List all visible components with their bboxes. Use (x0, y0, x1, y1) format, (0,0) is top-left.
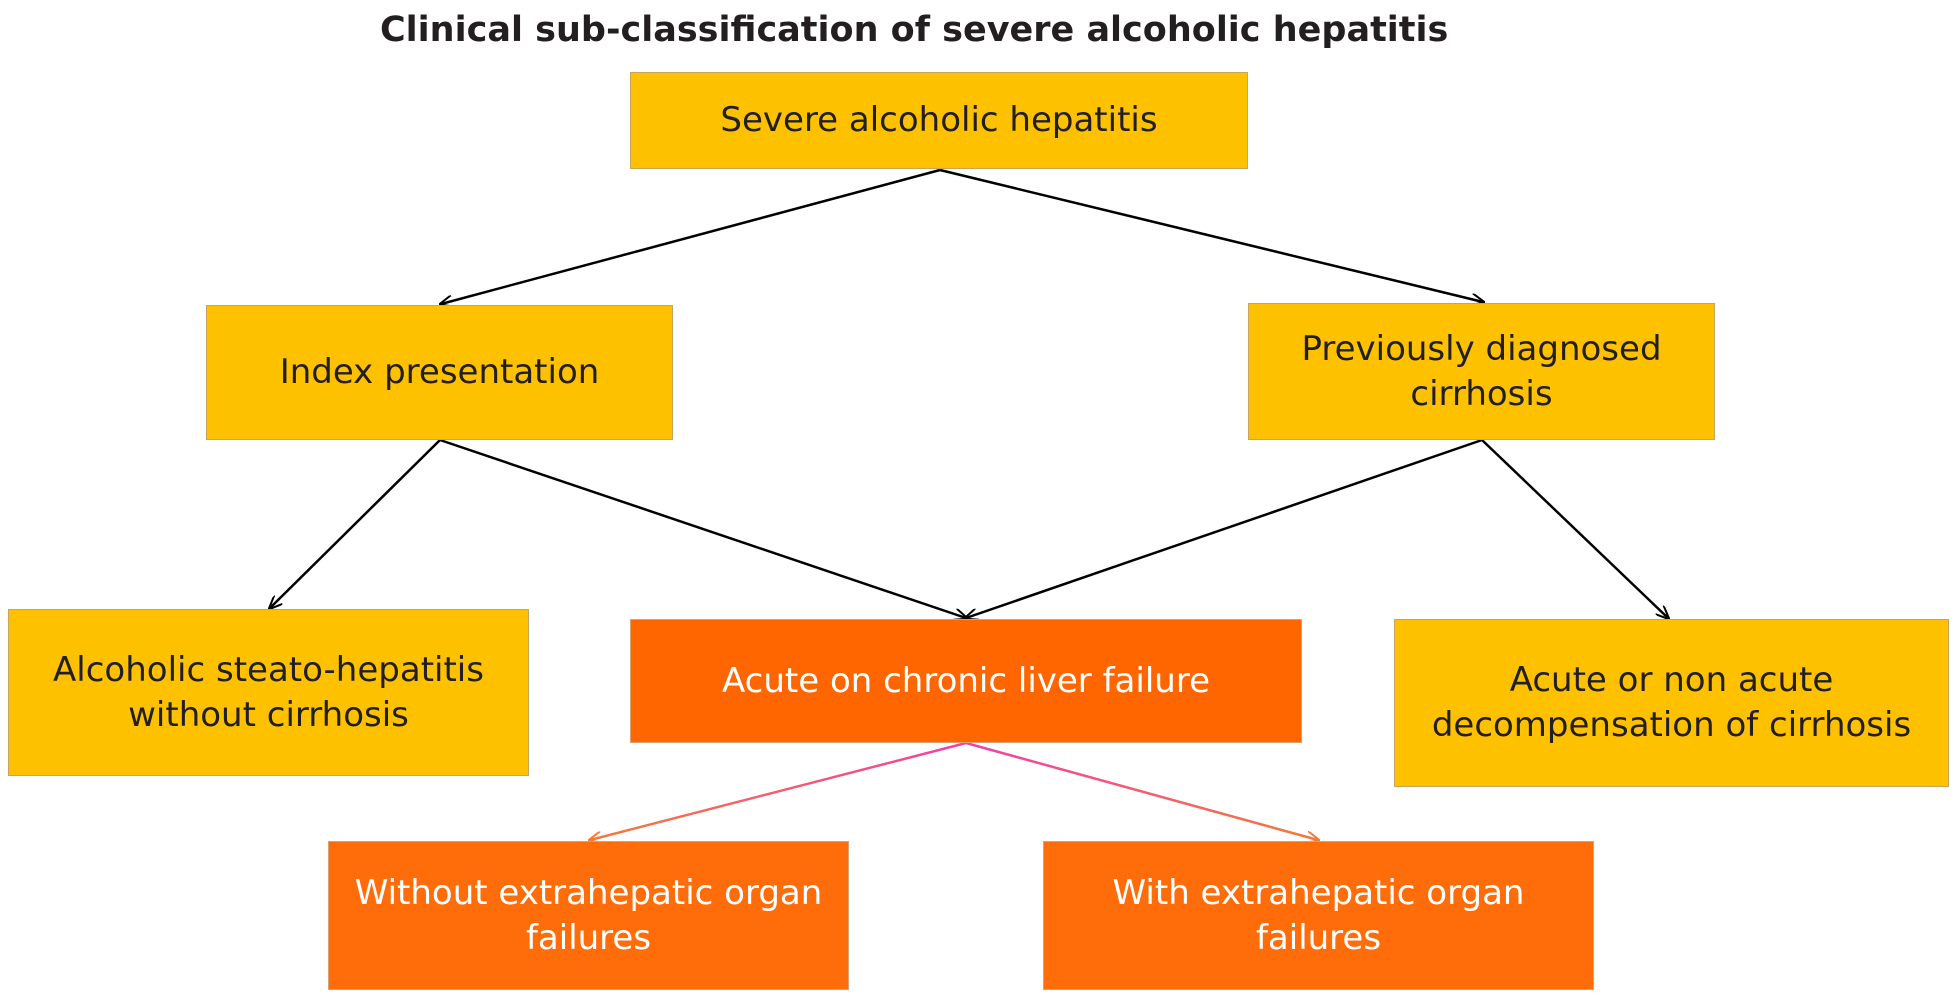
arrow-aclf-to-without-eof (590, 741, 967, 840)
arrow-aclf-to-with-eof (965, 741, 1318, 840)
node-with-extrahepatic-organ-failures-line1: With extrahepatic organ (1112, 872, 1525, 913)
node-previously-diagnosed-cirrhosis-line1: Previously diagnosed (1301, 328, 1662, 369)
arrow-index-to-ash (270, 439, 441, 608)
node-without-extrahepatic-organ-failures: Without extrahepatic organ failures (328, 841, 849, 990)
node-decompensation-of-cirrhosis: Acute or non acute decompensation of cir… (1394, 619, 1949, 787)
node-with-extrahepatic-organ-failures: With extrahepatic organ failures (1043, 841, 1594, 990)
node-decompensation-of-cirrhosis-line1: Acute or non acute (1509, 660, 1834, 700)
node-previously-diagnosed-cirrhosis-line2: cirrhosis (1410, 373, 1553, 414)
node-alcoholic-steato-hepatitis-line2: without cirrhosis (128, 694, 409, 735)
node-alcoholic-steato-hepatitis: Alcoholic steato-hepatitis without cirrh… (8, 609, 529, 776)
node-without-extrahepatic-organ-failures-line2: failures (525, 917, 652, 958)
node-alcoholic-steato-hepatitis-line1: Alcoholic steato-hepatitis (53, 649, 484, 690)
arrow-cirrhosis-to-aclf (966, 438, 1483, 618)
node-acute-on-chronic-liver-failure: Acute on chronic liver failure (630, 619, 1302, 743)
node-index-presentation: Index presentation (206, 305, 673, 440)
arrow-severe-to-cirrhosis (939, 168, 1483, 302)
node-decompensation-of-cirrhosis-line2: decompensation of cirrhosis (1431, 705, 1912, 745)
arrow-index-to-aclf (439, 438, 966, 618)
node-previously-diagnosed-cirrhosis: Previously diagnosed cirrhosis (1248, 303, 1715, 440)
node-with-extrahepatic-organ-failures-line2: failures (1255, 917, 1382, 958)
node-severe-alcoholic-hepatitis-label: Severe alcoholic hepatitis (720, 100, 1158, 140)
node-severe-alcoholic-hepatitis: Severe alcoholic hepatitis (630, 72, 1248, 169)
node-index-presentation-label: Index presentation (279, 352, 600, 392)
arrow-cirrhosis-to-decompensation (1481, 439, 1668, 618)
diagram-title: Clinical sub-classification of severe al… (380, 10, 1449, 50)
arrow-severe-to-index (441, 168, 941, 304)
node-without-extrahepatic-organ-failures-line1: Without extrahepatic organ (354, 872, 823, 913)
node-acute-on-chronic-liver-failure-label: Acute on chronic liver failure (721, 660, 1210, 701)
